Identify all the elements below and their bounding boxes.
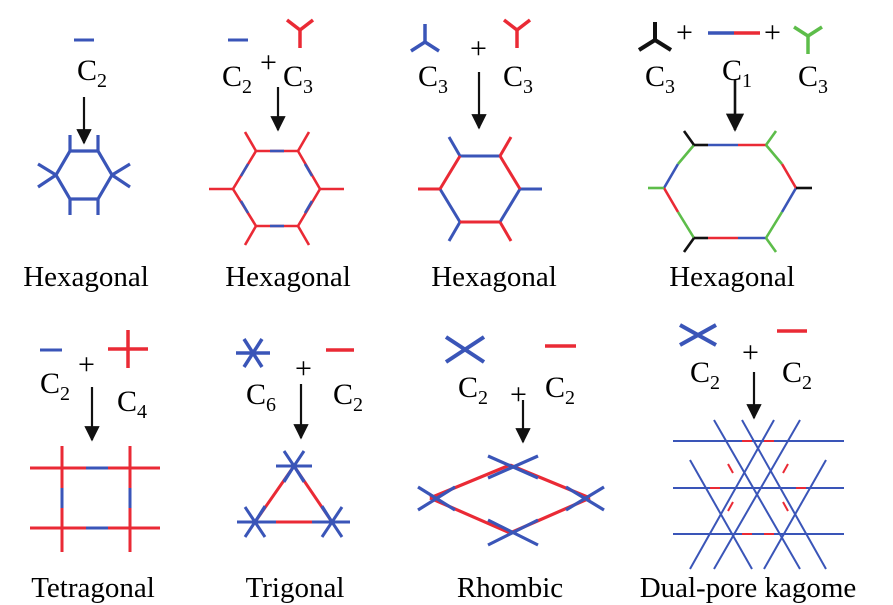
symbol-c2: C2 xyxy=(690,356,720,394)
panel-trigonal: + C6 C2 Trigonal xyxy=(236,338,363,604)
blue-tripod-icon xyxy=(410,24,440,53)
lattice-title: Dual-pore kagome xyxy=(640,572,857,604)
panel-hexagonal-2: C2 + C3 Hexagonal xyxy=(209,18,351,293)
symbol-c3: C3 xyxy=(503,60,533,98)
plus-sign: + xyxy=(78,348,95,381)
symbol-c3: C3 xyxy=(418,60,448,98)
black-tripod-icon xyxy=(637,22,673,52)
hexagonal-lattice xyxy=(209,131,344,246)
symbol-c2: C2 xyxy=(77,54,107,92)
symbol-c2: C2 xyxy=(333,378,363,416)
symbol-c2: C2 xyxy=(222,60,252,98)
plus-sign: + xyxy=(764,16,781,49)
panel-rhombic: + C2 C2 Rhombic xyxy=(417,335,605,604)
symbol-c2: C2 xyxy=(40,367,70,405)
lattice-title: Tetragonal xyxy=(31,572,155,604)
panel-hexagonal-3: C3 + C3 Hexagonal xyxy=(410,18,557,293)
red-tripod-icon xyxy=(502,18,532,48)
lattice-title: Hexagonal xyxy=(431,261,557,293)
panel-hexagonal-1: C2 Hexagonal xyxy=(23,38,149,293)
hexagonal-lattice xyxy=(648,130,812,253)
plus-sign: + xyxy=(260,46,277,79)
plus-sign: + xyxy=(510,378,527,411)
lattice-title: Hexagonal xyxy=(225,261,351,293)
blue-x-icon xyxy=(444,335,486,364)
symbol-c3: C3 xyxy=(283,60,313,98)
red-cross-icon xyxy=(108,330,148,368)
hexagonal-lattice xyxy=(37,135,131,215)
plus-sign: + xyxy=(295,352,312,385)
plus-sign: + xyxy=(742,336,759,369)
lattice-title: Rhombic xyxy=(457,572,563,604)
lattice-title: Hexagonal xyxy=(669,261,795,293)
lattice-title: Hexagonal xyxy=(23,261,149,293)
symbol-c2: C2 xyxy=(782,356,812,394)
plus-sign: + xyxy=(470,32,487,65)
symbol-c3: C3 xyxy=(645,60,675,98)
green-tripod-icon xyxy=(793,25,823,54)
trigonal-lattice xyxy=(237,450,350,538)
rhombic-lattice xyxy=(417,454,605,547)
kagome-lattice xyxy=(673,419,844,570)
symbol-c6: C6 xyxy=(246,378,276,416)
hexagonal-lattice xyxy=(418,136,542,242)
blue-asterisk-icon xyxy=(236,338,270,368)
panel-tetragonal: + C2 C4 Tetragonal xyxy=(30,330,160,604)
lattice-title: Trigonal xyxy=(246,572,345,604)
blue-x-icon xyxy=(679,323,717,347)
symbol-c2: C2 xyxy=(458,371,488,409)
panel-dual-pore-kagome: + C2 C2 Dual-pore kagome xyxy=(640,323,857,604)
symbol-c1: C1 xyxy=(722,54,752,92)
symbol-c4: C4 xyxy=(117,385,147,423)
red-tripod-icon xyxy=(285,18,315,48)
tetragonal-lattice xyxy=(30,446,160,552)
symbol-c2: C2 xyxy=(545,371,575,409)
plus-sign: + xyxy=(676,16,693,49)
symbol-c3: C3 xyxy=(798,60,828,98)
panel-hexagonal-4: + + C3 C1 C3 xyxy=(637,16,828,293)
